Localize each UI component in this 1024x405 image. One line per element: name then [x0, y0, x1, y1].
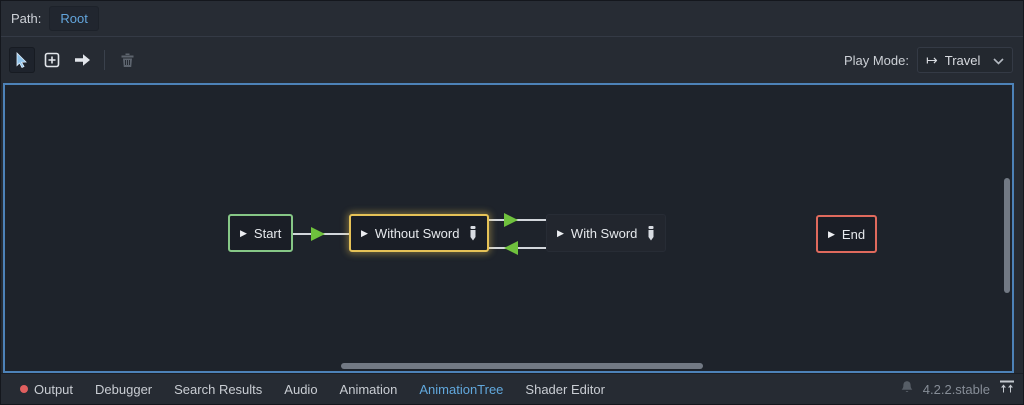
tab-label: Audio: [284, 381, 318, 397]
tab-search-results[interactable]: Search Results: [163, 377, 273, 402]
transition-arrow-right: [504, 213, 518, 227]
bottom-panel-bar: Output Debugger Search Results Audio Ani…: [1, 373, 1023, 404]
transition-arrow-left: [504, 241, 518, 255]
version-label: 4.2.2.stable: [922, 381, 990, 397]
tab-label: Output: [34, 381, 74, 397]
edit-pencil-icon[interactable]: [647, 225, 655, 241]
play-icon: ▶: [240, 227, 247, 238]
trash-icon: [120, 52, 135, 68]
tab-shader-editor[interactable]: Shader Editor: [514, 377, 616, 402]
state-node-start[interactable]: ▶ Start: [228, 214, 294, 252]
tab-output[interactable]: Output: [9, 377, 84, 402]
tab-label: Debugger: [95, 381, 153, 397]
play-icon: ▶: [361, 227, 368, 238]
play-mode-group: Play Mode: ↦ Travel: [844, 47, 1017, 73]
play-mode-dropdown[interactable]: ↦ Travel: [917, 47, 1013, 73]
play-icon: ▶: [557, 227, 564, 238]
horizontal-scrollbar[interactable]: [341, 363, 703, 369]
play-icon: ▶: [828, 228, 835, 239]
create-node-button[interactable]: [39, 47, 65, 73]
vertical-scrollbar[interactable]: [1004, 178, 1010, 293]
path-bar: Path: Root: [1, 1, 1023, 37]
tab-label: Shader Editor: [525, 381, 605, 397]
add-node-icon: [44, 52, 60, 68]
state-node-label: With Sword: [570, 225, 638, 241]
play-mode-label: Play Mode:: [843, 52, 909, 68]
state-node-label: Start: [253, 225, 282, 241]
state-machine-toolbar: Play Mode: ↦ Travel: [1, 38, 1023, 82]
tab-animation[interactable]: Animation: [329, 377, 409, 402]
path-label: Path:: [11, 11, 42, 26]
notification-bell-icon[interactable]: [900, 380, 914, 399]
connect-nodes-button[interactable]: [69, 47, 95, 73]
remove-node-button[interactable]: [114, 47, 140, 73]
state-node-end[interactable]: ▶ End: [816, 215, 878, 253]
tab-label: AnimationTree: [419, 381, 504, 397]
connect-arrow-icon: [74, 52, 91, 68]
edit-pencil-icon[interactable]: [469, 225, 477, 241]
tab-animation-tree[interactable]: AnimationTree: [408, 377, 514, 402]
tab-debugger[interactable]: Debugger: [84, 377, 163, 402]
tab-audio[interactable]: Audio: [273, 377, 328, 402]
cursor-icon: [14, 52, 30, 68]
output-status-dot: [20, 385, 28, 393]
state-node-with-sword[interactable]: ▶ With Sword: [546, 214, 667, 252]
expand-bottom-panel-icon[interactable]: [999, 380, 1015, 399]
play-mode-value: Travel: [944, 52, 981, 68]
select-tool-button[interactable]: [9, 47, 35, 73]
chevron-down-icon: [993, 53, 1004, 68]
state-machine-graph[interactable]: ▶ Start ▶ Without Sword ▶ With Sword ▶ E…: [3, 83, 1014, 373]
tab-label: Animation: [339, 381, 398, 397]
bottom-bar-right: 4.2.2.stable: [900, 380, 1015, 399]
state-node-label: End: [841, 226, 866, 242]
toolbar-separator: [104, 50, 105, 70]
path-root-button[interactable]: Root: [49, 6, 99, 31]
state-node-without-sword[interactable]: ▶ Without Sword: [349, 214, 490, 252]
transition-arrow-right: [311, 227, 325, 241]
state-node-label: Without Sword: [374, 225, 460, 241]
travel-icon: ↦: [926, 52, 938, 68]
tab-label: Search Results: [174, 381, 263, 397]
